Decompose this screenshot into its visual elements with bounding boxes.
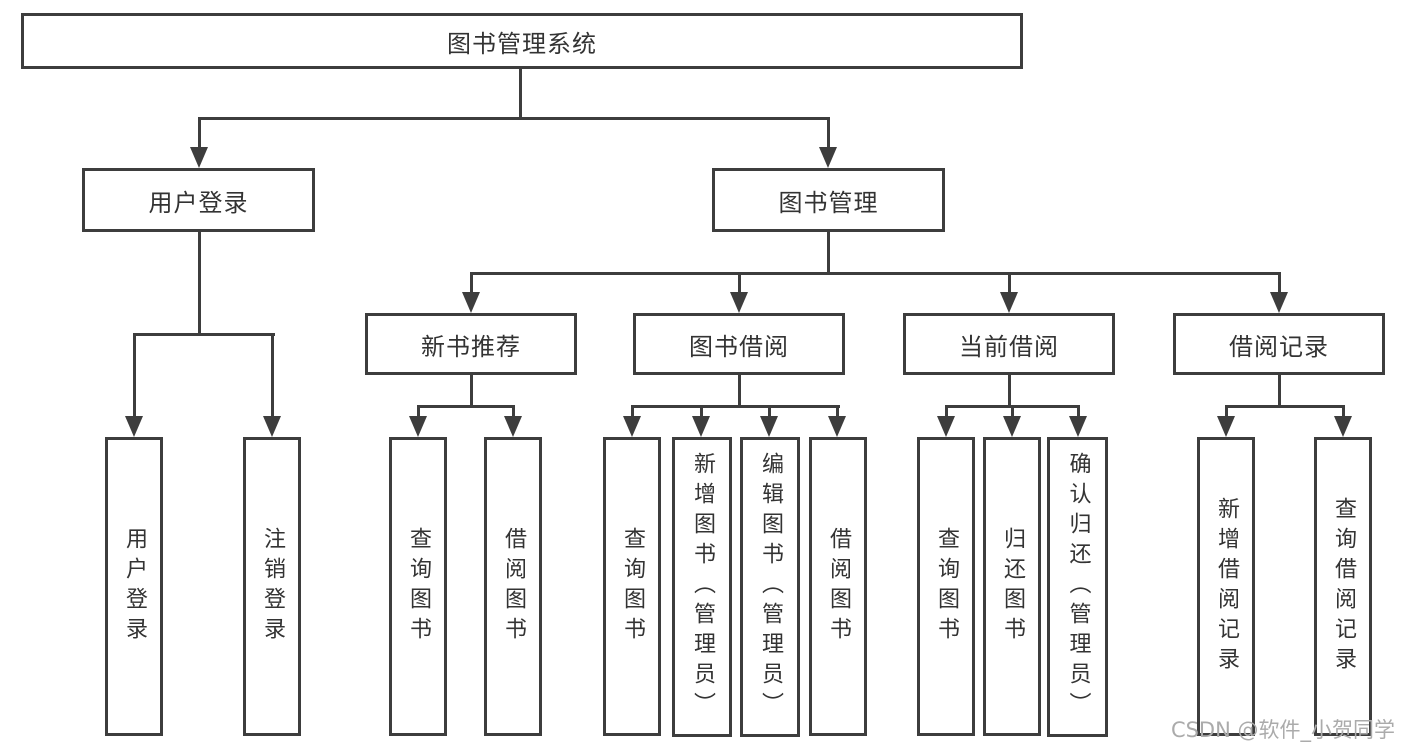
connector-book-borrowing-trunk: [738, 375, 741, 408]
node-root: 图书管理系统: [21, 13, 1023, 69]
leaf-current-query-books: 查询图书: [917, 437, 975, 736]
connector-stem-user-login: [198, 117, 201, 150]
leaf-user-login-label: 用户登录: [122, 526, 147, 647]
node-book-borrowing: 图书借阅: [633, 313, 845, 375]
connector-stem-leaf: [1011, 405, 1014, 418]
arrowhead-icon: [1003, 416, 1021, 437]
leaf-borrowing-borrow-books: 借阅图书: [809, 437, 867, 736]
arrowhead-icon: [623, 416, 641, 437]
connector-new-book-recommend-rail: [417, 405, 515, 408]
node-root-label: 图书管理系统: [447, 29, 597, 58]
leaf-current-return-books: 归还图书: [983, 437, 1041, 736]
connector-borrow-records-trunk: [1278, 375, 1281, 408]
leaf-logout-label: 注销登录: [260, 526, 285, 647]
arrowhead-icon: [263, 416, 281, 437]
leaf-records-add-record: 新增借阅记录: [1197, 437, 1255, 736]
leaf-user-login: 用户登录: [105, 437, 163, 736]
arrowhead-icon: [1000, 292, 1018, 313]
leaf-recommend-borrow-books-label: 借阅图书: [501, 526, 526, 647]
connector-stem-leaf: [133, 333, 136, 418]
arrowhead-icon: [937, 416, 955, 437]
leaf-records-query-record: 查询借阅记录: [1314, 437, 1372, 736]
arrowhead-icon: [125, 416, 143, 437]
leaf-current-confirm-return-admin: 确认归还（管理员）: [1047, 437, 1108, 737]
arrowhead-icon: [504, 416, 522, 437]
leaf-borrowing-borrow-books-label: 借阅图书: [826, 526, 851, 647]
node-borrow-records: 借阅记录: [1173, 313, 1385, 375]
arrowhead-icon: [692, 416, 710, 437]
connector-stem-module: [470, 272, 473, 294]
leaf-current-return-books-label: 归还图书: [1000, 526, 1025, 647]
node-book-management-label: 图书管理: [778, 188, 879, 217]
arrowhead-icon: [409, 416, 427, 437]
connector-book-borrowing-rail: [631, 405, 840, 408]
csdn-watermark: CSDN @软件_小贺同学: [1170, 718, 1395, 742]
node-current-borrowing-label: 当前借阅: [959, 332, 1059, 361]
leaf-current-query-books-label: 查询图书: [934, 526, 959, 647]
leaf-records-add-record-label: 新增借阅记录: [1214, 496, 1239, 677]
leaf-recommend-borrow-books: 借阅图书: [484, 437, 542, 736]
connector-current-borrowing-trunk: [1008, 375, 1011, 408]
node-new-book-recommend-label: 新书推荐: [421, 332, 521, 361]
connector-stem-leaf: [700, 405, 703, 418]
connector-book-management-rail: [470, 272, 1281, 275]
connector-stem-leaf: [1342, 405, 1345, 418]
arrowhead-icon: [760, 416, 778, 437]
node-book-management: 图书管理: [712, 168, 945, 232]
connector-root-trunk: [519, 68, 522, 119]
leaf-borrowing-query-books-label: 查询图书: [620, 526, 645, 647]
leaf-borrowing-add-books-admin: 新增图书（管理员）: [672, 437, 732, 737]
node-new-book-recommend: 新书推荐: [365, 313, 577, 375]
connector-stem-leaf: [271, 333, 274, 418]
node-current-borrowing: 当前借阅: [903, 313, 1115, 375]
leaf-borrowing-edit-books-admin-label: 编辑图书（管理员）: [758, 452, 783, 722]
leaf-recommend-query-books-label: 查询图书: [406, 526, 431, 647]
connector-user-login-rail: [133, 333, 275, 336]
node-user-login-label: 用户登录: [148, 188, 249, 217]
connector-stem-leaf: [945, 405, 948, 418]
node-user-login: 用户登录: [82, 168, 315, 232]
arrowhead-icon: [1334, 416, 1352, 437]
leaf-current-confirm-return-admin-label: 确认归还（管理员）: [1065, 452, 1091, 722]
connector-stem-leaf: [417, 405, 420, 418]
connector-stem-leaf: [836, 405, 839, 418]
arrowhead-icon: [828, 416, 846, 437]
connector-stem-leaf: [768, 405, 771, 418]
arrowhead-icon: [730, 292, 748, 313]
connector-stem-leaf: [512, 405, 515, 418]
connector-root-rail: [198, 117, 830, 120]
connector-user-login-trunk: [198, 232, 201, 334]
leaf-recommend-query-books: 查询图书: [389, 437, 447, 736]
connector-stem-book-management: [827, 117, 830, 150]
connector-stem-leaf: [1225, 405, 1228, 418]
leaf-logout: 注销登录: [243, 437, 301, 736]
connector-stem-module: [1008, 272, 1011, 294]
node-borrow-records-label: 借阅记录: [1229, 332, 1329, 361]
node-book-borrowing-label: 图书借阅: [689, 332, 789, 361]
leaf-borrowing-add-books-admin-label: 新增图书（管理员）: [690, 452, 715, 722]
arrowhead-icon: [1069, 416, 1087, 437]
arrowhead-icon: [462, 292, 480, 313]
arrowhead-icon: [190, 147, 208, 168]
leaf-borrowing-query-books: 查询图书: [603, 437, 661, 736]
connector-book-management-trunk: [827, 232, 830, 274]
arrowhead-icon: [1270, 292, 1288, 313]
connector-stem-module: [1278, 272, 1281, 294]
leaf-borrowing-edit-books-admin: 编辑图书（管理员）: [740, 437, 800, 737]
arrowhead-icon: [819, 147, 837, 168]
connector-stem-leaf: [1077, 405, 1080, 418]
connector-borrow-records-rail: [1225, 405, 1345, 408]
leaf-records-query-record-label: 查询借阅记录: [1331, 496, 1356, 677]
connector-stem-leaf: [631, 405, 634, 418]
connector-new-book-recommend-trunk: [470, 375, 473, 408]
connector-stem-module: [738, 272, 741, 294]
arrowhead-icon: [1217, 416, 1235, 437]
